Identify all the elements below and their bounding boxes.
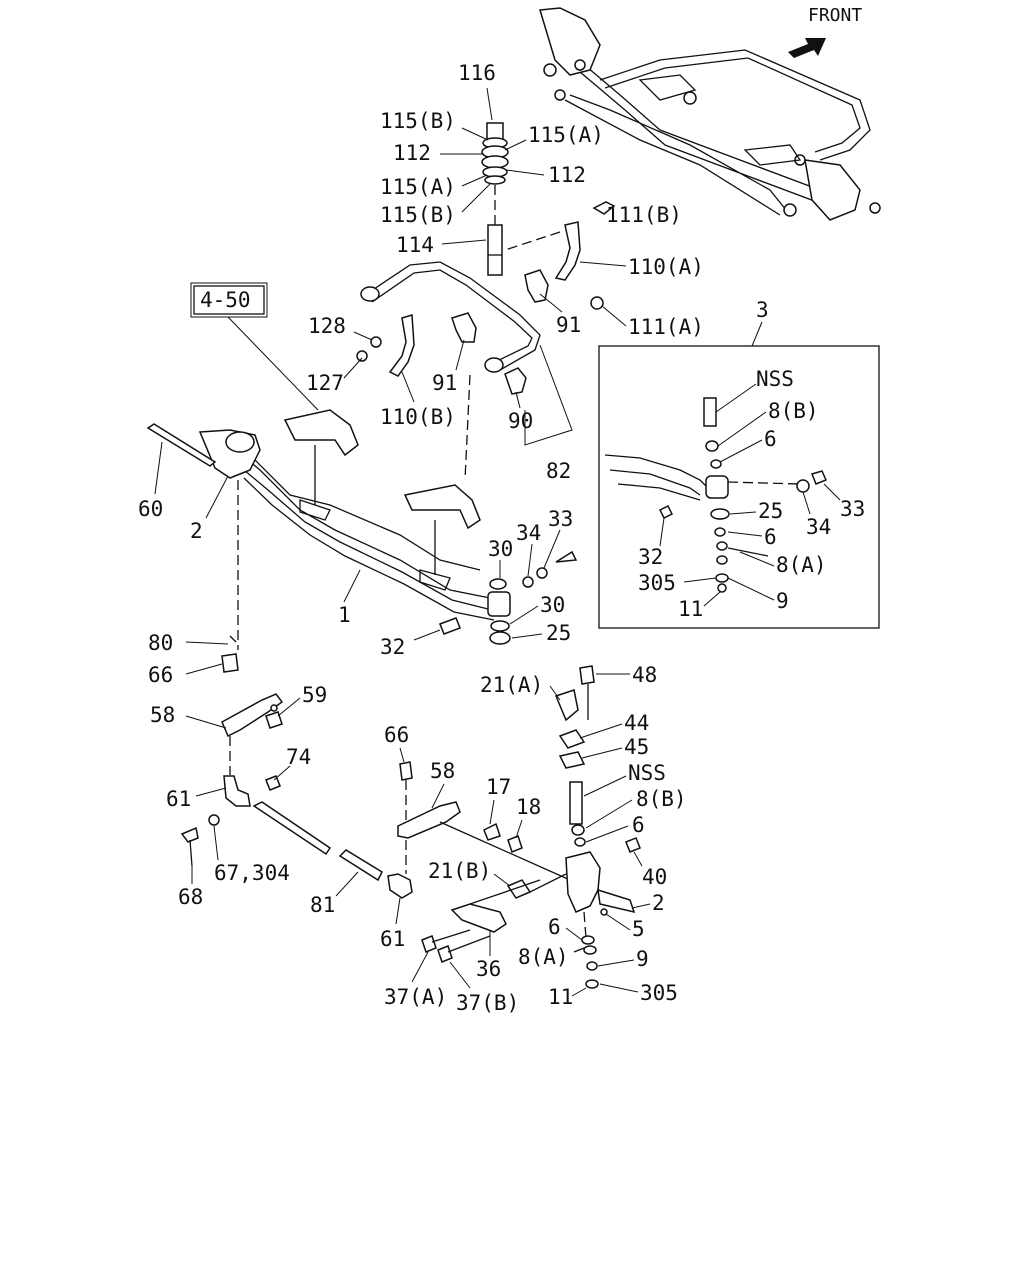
callout-111b: 111(B) bbox=[606, 203, 682, 227]
callout-68: 68 bbox=[178, 885, 203, 909]
inset-callout-305: 305 bbox=[638, 571, 676, 595]
inset-callout-6-mid: 6 bbox=[764, 525, 777, 549]
inset-callout-34: 34 bbox=[806, 515, 831, 539]
callout-2-right: 2 bbox=[652, 891, 665, 915]
callout-40: 40 bbox=[642, 865, 667, 889]
callout-115b-bottom: 115(B) bbox=[380, 203, 456, 227]
right-steering-arm bbox=[397, 761, 571, 881]
lower-steering-arm bbox=[421, 879, 541, 963]
callout-6-mid-top: 6 bbox=[632, 813, 645, 837]
callout-21a: 21(A) bbox=[480, 673, 543, 697]
inset-callout-25: 25 bbox=[758, 499, 783, 523]
callout-80: 80 bbox=[148, 631, 173, 655]
callout-32: 32 bbox=[380, 635, 405, 659]
callout-37a: 37(A) bbox=[384, 985, 447, 1009]
callout-60: 60 bbox=[138, 497, 163, 521]
callout-74: 74 bbox=[286, 745, 311, 769]
inset-callout-33: 33 bbox=[840, 497, 865, 521]
callout-81: 81 bbox=[310, 893, 335, 917]
callout-127: 127 bbox=[306, 371, 344, 395]
stabilizer-link-stack bbox=[481, 122, 509, 276]
callout-66-left: 66 bbox=[148, 663, 173, 687]
callout-6-mid-bottom: 6 bbox=[548, 915, 561, 939]
callout-36: 36 bbox=[476, 957, 501, 981]
stabilizer-brackets bbox=[356, 201, 616, 395]
callout-8b-mid: 8(B) bbox=[636, 787, 687, 811]
callout-66-mid: 66 bbox=[384, 723, 409, 747]
reference-box-label[interactable]: 4-50 bbox=[200, 288, 251, 312]
left-knuckle bbox=[146, 423, 261, 650]
callout-37b: 37(B) bbox=[456, 991, 519, 1015]
callout-nss-mid: NSS bbox=[628, 761, 666, 785]
callout-58-left: 58 bbox=[150, 703, 175, 727]
callout-305-mid: 305 bbox=[640, 981, 678, 1005]
callout-45: 45 bbox=[624, 735, 649, 759]
callout-18: 18 bbox=[516, 795, 541, 819]
callout-112-right: 112 bbox=[548, 163, 586, 187]
front-arrow-icon bbox=[788, 38, 826, 58]
front-label: FRONT bbox=[808, 5, 862, 26]
callout-61-left: 61 bbox=[166, 787, 191, 811]
callout-116: 116 bbox=[458, 61, 496, 85]
callout-33: 33 bbox=[548, 507, 573, 531]
callout-2-left: 2 bbox=[190, 519, 203, 543]
callout-111a: 111(A) bbox=[628, 315, 704, 339]
inset-callout-32: 32 bbox=[638, 545, 663, 569]
callout-58-mid: 58 bbox=[430, 759, 455, 783]
callout-11-mid: 11 bbox=[548, 985, 573, 1009]
callout-115a-top: 115(A) bbox=[528, 123, 604, 147]
callout-114: 114 bbox=[396, 233, 434, 257]
callout-59: 59 bbox=[302, 683, 327, 707]
callout-44: 44 bbox=[624, 711, 649, 735]
callout-82: 82 bbox=[546, 459, 571, 483]
callout-115b-top: 115(B) bbox=[380, 109, 456, 133]
inset-callout-8b: 8(B) bbox=[768, 399, 819, 423]
callout-91-mid: 91 bbox=[432, 371, 457, 395]
overview-axle-assembly bbox=[539, 7, 881, 221]
callout-30-top: 30 bbox=[488, 537, 513, 561]
callout-67-304: 67,304 bbox=[214, 861, 290, 885]
callout-128: 128 bbox=[308, 314, 346, 338]
inset-callout-11: 11 bbox=[678, 597, 703, 621]
callout-5: 5 bbox=[632, 917, 645, 941]
callout-9-mid: 9 bbox=[636, 947, 649, 971]
callout-1: 1 bbox=[338, 603, 351, 627]
callout-34: 34 bbox=[516, 521, 541, 545]
inset-callout-nss: NSS bbox=[756, 367, 794, 391]
reference-box bbox=[193, 285, 265, 315]
stabilizer-bar bbox=[360, 231, 561, 481]
callout-30-bottom: 30 bbox=[540, 593, 565, 617]
inset-callout-6-top: 6 bbox=[764, 427, 777, 451]
callout-110b: 110(B) bbox=[380, 405, 456, 429]
callout-21b: 21(B) bbox=[428, 859, 491, 883]
callout-91-right: 91 bbox=[556, 313, 581, 337]
callout-48: 48 bbox=[632, 663, 657, 687]
inset-detail bbox=[604, 397, 828, 593]
callout-90: 90 bbox=[508, 409, 533, 433]
right-knuckle bbox=[483, 550, 641, 989]
beam-end-bushings bbox=[439, 567, 548, 645]
inset-callout-8a: 8(A) bbox=[776, 553, 827, 577]
callout-25: 25 bbox=[546, 621, 571, 645]
front-direction-indicator: FRONT bbox=[788, 5, 862, 58]
callout-115a-bottom: 115(A) bbox=[380, 175, 456, 199]
callout-8a-mid: 8(A) bbox=[518, 945, 569, 969]
callout-61-mid: 61 bbox=[380, 927, 405, 951]
callout-112-left: 112 bbox=[393, 141, 431, 165]
left-steering-arm bbox=[180, 635, 332, 867]
inset-callout-9: 9 bbox=[776, 589, 789, 613]
callout-3: 3 bbox=[756, 298, 769, 322]
callout-110a: 110(A) bbox=[628, 255, 704, 279]
callout-17: 17 bbox=[486, 775, 511, 799]
front-axle-beam bbox=[229, 409, 495, 621]
